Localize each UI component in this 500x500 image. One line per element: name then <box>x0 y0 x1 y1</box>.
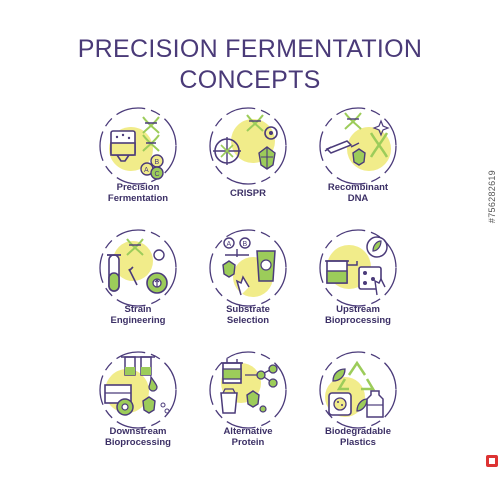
concept-label: Recombinant DNA <box>327 182 389 204</box>
concept-label: Downstream Bioprocessing <box>105 426 171 448</box>
substrate-selection-icon: A B <box>209 229 287 307</box>
title-line-1: PRECISION FERMENTATION <box>77 35 423 63</box>
alternative-protein-icon <box>209 351 287 429</box>
crispr-target-icon <box>209 107 287 185</box>
svg-text:C: C <box>155 171 160 178</box>
stock-logo-icon <box>486 455 498 467</box>
downstream-bioprocessing-icon <box>99 351 177 429</box>
upstream-bioprocessing-icon <box>319 229 397 307</box>
concept-label: Strain Engineering <box>110 304 166 326</box>
svg-text:B: B <box>243 241 248 248</box>
concept-downstream-bioprocessing: Downstream Bioprocessing <box>83 347 193 469</box>
concept-biodegradable-plastics: Biodegradable Plastics <box>303 347 413 469</box>
concept-label: CRISPR <box>230 188 266 199</box>
fermentation-tank-icon: A B C <box>99 107 177 185</box>
concept-crispr: CRISPR <box>193 103 303 225</box>
page-title: PRECISION FERMENTATION CONCEPTS <box>0 34 500 96</box>
biodegradable-plastics-icon <box>319 351 397 429</box>
concept-label: Substrate Selection <box>226 304 270 326</box>
concept-upstream-bioprocessing: Upstream Bioprocessing <box>303 225 413 347</box>
concept-label: Precision Fermentation <box>107 182 169 204</box>
svg-text:B: B <box>155 159 160 166</box>
concept-label: Biodegradable Plastics <box>325 426 391 448</box>
recombinant-dna-icon <box>319 107 397 185</box>
concept-alternative-protein: Alternative Protein <box>193 347 303 469</box>
concept-label: Upstream Bioprocessing <box>325 304 391 326</box>
title-line-2: CONCEPTS <box>179 66 321 94</box>
concept-strain-engineering: Strain Engineering <box>83 225 193 347</box>
concept-recombinant-dna: Recombinant DNA <box>303 103 413 225</box>
concept-precision-fermentation: A B C Precision Fermentation <box>83 103 193 225</box>
svg-text:A: A <box>144 167 149 174</box>
concept-substrate-selection: A B Substrate Selection <box>193 225 303 347</box>
strain-engineering-icon <box>99 229 177 307</box>
icon-grid: A B C Precision Fermentation CRISPR <box>83 103 413 469</box>
concept-label: Alternative Protein <box>223 426 273 448</box>
svg-text:A: A <box>227 241 232 248</box>
stock-id: #756282619 <box>487 170 497 224</box>
watermark <box>26 260 39 281</box>
